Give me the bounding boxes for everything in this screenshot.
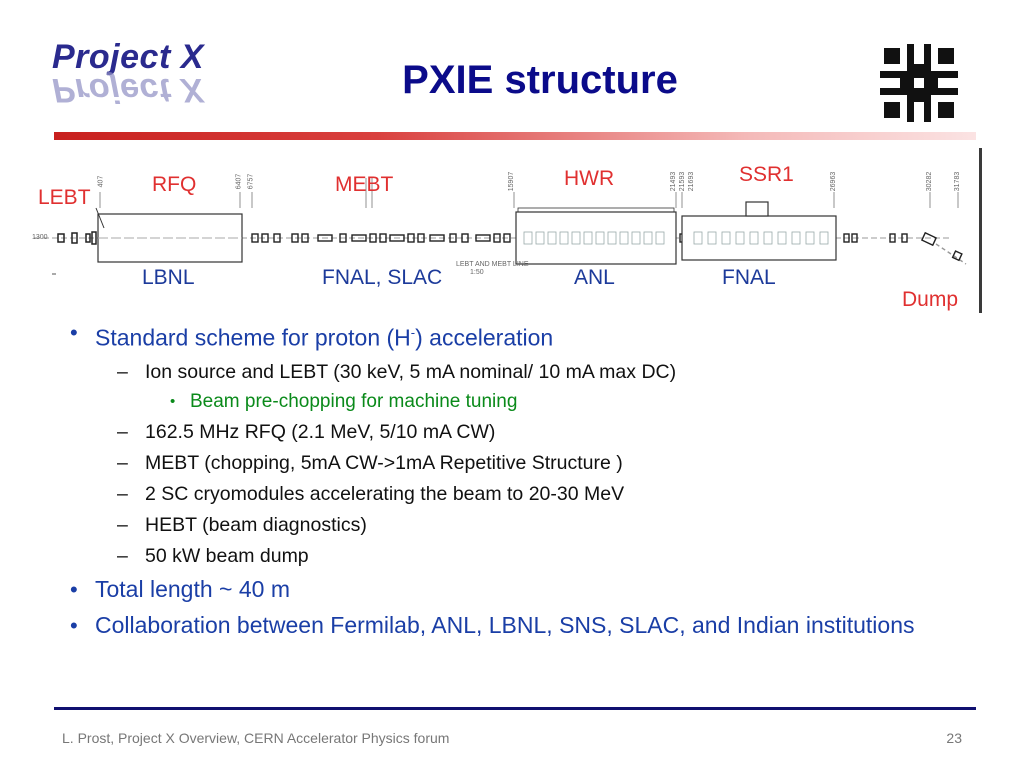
label-ssr1: SSR1 [739, 163, 794, 186]
sub-sub-bullet-text: Beam pre-chopping for machine tuning [190, 390, 518, 412]
sub-bullet-text: 2 SC cryomodules accelerating the beam t… [145, 482, 625, 505]
bullet-text: ) acceleration [415, 324, 554, 351]
title-underline [54, 132, 976, 140]
slide-title: PXIE structure [402, 58, 678, 102]
bullet-marker: • [70, 612, 78, 638]
superscript-minus: - [410, 325, 416, 340]
label-lbnl: LBNL [142, 266, 195, 289]
position-label: 1300 [32, 234, 48, 241]
dash-marker: – [117, 544, 128, 567]
tick-label: 26963 [830, 171, 838, 192]
logo-reflection: Project X [52, 71, 204, 109]
label-rfq: RFQ [152, 173, 197, 196]
footer-rule [54, 707, 976, 710]
label-fnal-slac: FNAL, SLAC [322, 266, 443, 289]
bullet-text: Standard scheme for proton (H [95, 324, 411, 351]
sub-bullet-mebt: – MEBT (chopping, 5mA CW->1mA Repetitive… [70, 448, 970, 478]
sub-bullet-text: Ion source and LEBT (30 keV, 5 mA nomina… [145, 360, 677, 383]
page-number: 23 [946, 730, 962, 746]
fermilab-logo-icon [880, 44, 958, 122]
sub-bullet-beam-dump: – 50 kW beam dump [70, 541, 970, 571]
footer-citation: L. Prost, Project X Overview, CERN Accel… [62, 730, 450, 746]
bullet-marker: • [170, 392, 176, 410]
tick-label: 21593 [679, 171, 687, 192]
bullet-marker: • [70, 320, 78, 345]
sub-bullet-rfq: – 162.5 MHz RFQ (2.1 MeV, 5/10 mA CW) [70, 417, 970, 447]
sub-bullet-text: HEBT (beam diagnostics) [145, 513, 367, 536]
dash-marker: – [117, 420, 128, 443]
label-mebt: MEBT [335, 173, 394, 196]
line-note: LEBT AND MEBT LINE [456, 261, 529, 268]
bullet-collaboration: • Collaboration between Fermilab, ANL, L… [70, 611, 970, 640]
beamline-drawing [34, 178, 967, 275]
sub-bullet-hebt: – HEBT (beam diagnostics) [70, 510, 970, 540]
label-lebt: LEBT [38, 186, 91, 209]
bullet-marker: • [70, 576, 78, 602]
project-x-logo: Project X Project X [52, 38, 252, 109]
label-fnal: FNAL [722, 266, 776, 289]
sub-bullet-text: 162.5 MHz RFQ (2.1 MeV, 5/10 mA CW) [145, 420, 496, 443]
sub-bullet-ion-source: – Ion source and LEBT (30 keV, 5 mA nomi… [70, 357, 970, 387]
tick-label: 21693 [688, 171, 696, 192]
line-scale: 1:50 [470, 269, 484, 276]
tick-label: 6757 [247, 173, 255, 190]
tick-label: 21493 [670, 171, 678, 192]
tick-label: 6407 [235, 173, 243, 190]
dash-marker: – [117, 360, 128, 383]
tick-label: 15907 [508, 171, 516, 192]
tick-label: 30282 [926, 171, 934, 192]
dash-marker: – [117, 482, 128, 505]
pxie-beamline-diagram: LEBT RFQ MEBT HWR SSR1 LBNL FNAL, SLAC A… [30, 148, 982, 313]
dash-marker: – [117, 451, 128, 474]
label-anl: ANL [574, 266, 615, 289]
sub-bullet-text: MEBT (chopping, 5mA CW->1mA Repetitive S… [145, 451, 623, 474]
label-hwr: HWR [564, 167, 615, 190]
bullet-total-length: • Total length ~ 40 m [70, 575, 970, 604]
label-dump: Dump [902, 288, 959, 311]
bullet-list: • Standard scheme for proton (H-) accele… [70, 318, 970, 644]
bullet-proton-scheme: • Standard scheme for proton (H-) accele… [70, 318, 970, 353]
bullet-text: Collaboration between Fermilab, ANL, LBN… [95, 611, 915, 638]
logo-text: Project X [52, 38, 204, 76]
tick-label: 407 [97, 175, 105, 188]
sub-bullet-text: 50 kW beam dump [145, 544, 309, 567]
bullet-text: Total length ~ 40 m [95, 575, 290, 602]
diagram-border [979, 148, 982, 313]
sub-bullet-cryomodules: – 2 SC cryomodules accelerating the beam… [70, 479, 970, 509]
tick-label: 31783 [954, 171, 962, 192]
sub-sub-bullet-prechopping: • Beam pre-chopping for machine tuning [70, 387, 970, 416]
dash-marker: – [117, 513, 128, 536]
